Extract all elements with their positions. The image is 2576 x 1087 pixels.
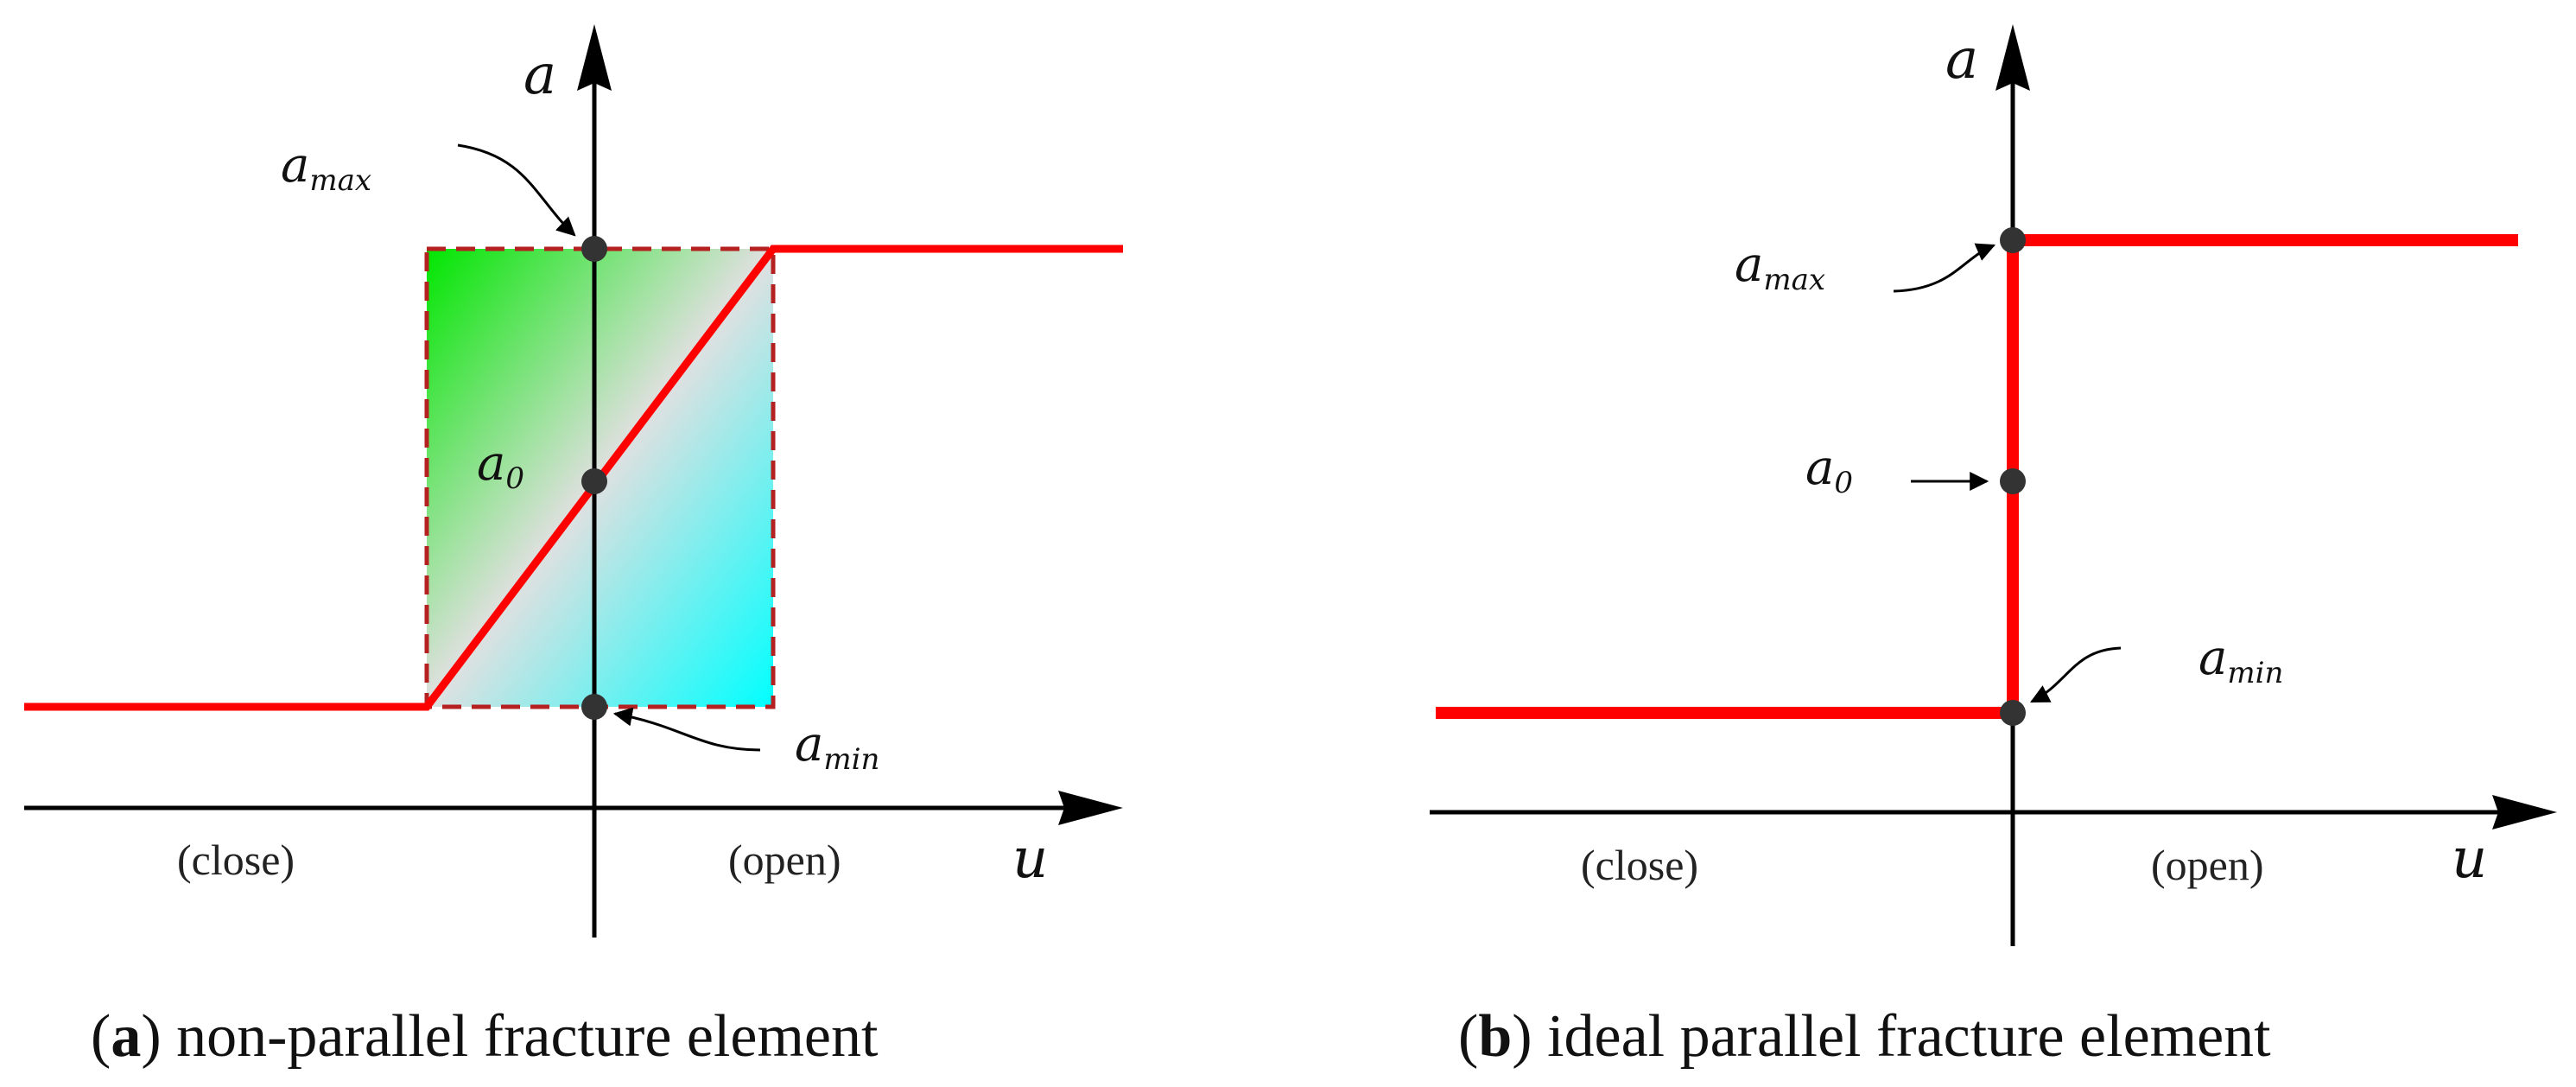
x-axis-label: u — [1012, 827, 1048, 891]
panel-b: a u amax a0 amin (close) (open) (b) idea… — [1430, 24, 2557, 1070]
panel-a: a u amax a0 amin (close) (open) (a) non-… — [24, 24, 1123, 1070]
a-min-label: amin — [2198, 630, 2283, 690]
a-max-leader-arrow — [457, 143, 576, 237]
a-max-label: amax — [1735, 237, 1825, 297]
point-a-0 — [2000, 468, 2026, 494]
a-min-leader-arrow — [612, 707, 761, 752]
caption-b: (b) ideal parallel fracture element — [1458, 1003, 2271, 1070]
point-a-0 — [581, 468, 607, 494]
x-axis-label: u — [2452, 827, 2487, 891]
point-a-min — [2000, 700, 2026, 726]
a-min-leader-arrow — [2030, 646, 2122, 703]
point-a-max — [2000, 227, 2026, 253]
aperture-step-curve — [1436, 234, 2518, 719]
open-label: (open) — [728, 836, 841, 884]
a-0-label: a0 — [477, 435, 524, 496]
y-axis-label: a — [523, 43, 556, 107]
a-max-label: amax — [281, 137, 371, 198]
close-label: (close) — [1581, 841, 1698, 889]
y-axis-label: a — [1945, 28, 1978, 92]
x-axis-arrow-icon — [2492, 795, 2557, 830]
y-axis-arrow-icon — [1995, 24, 2030, 91]
close-label: (close) — [177, 836, 295, 884]
point-a-max — [581, 236, 607, 262]
x-axis-arrow-icon — [1058, 791, 1123, 825]
a-min-label: amin — [795, 716, 879, 777]
y-axis-arrow-icon — [577, 24, 612, 91]
caption-a: (a) non-parallel fracture element — [91, 1003, 879, 1070]
a-0-label: a0 — [1805, 440, 1853, 500]
a-max-leader-arrow — [1893, 243, 1996, 293]
point-a-min — [581, 694, 607, 720]
open-label: (open) — [2151, 841, 2264, 889]
